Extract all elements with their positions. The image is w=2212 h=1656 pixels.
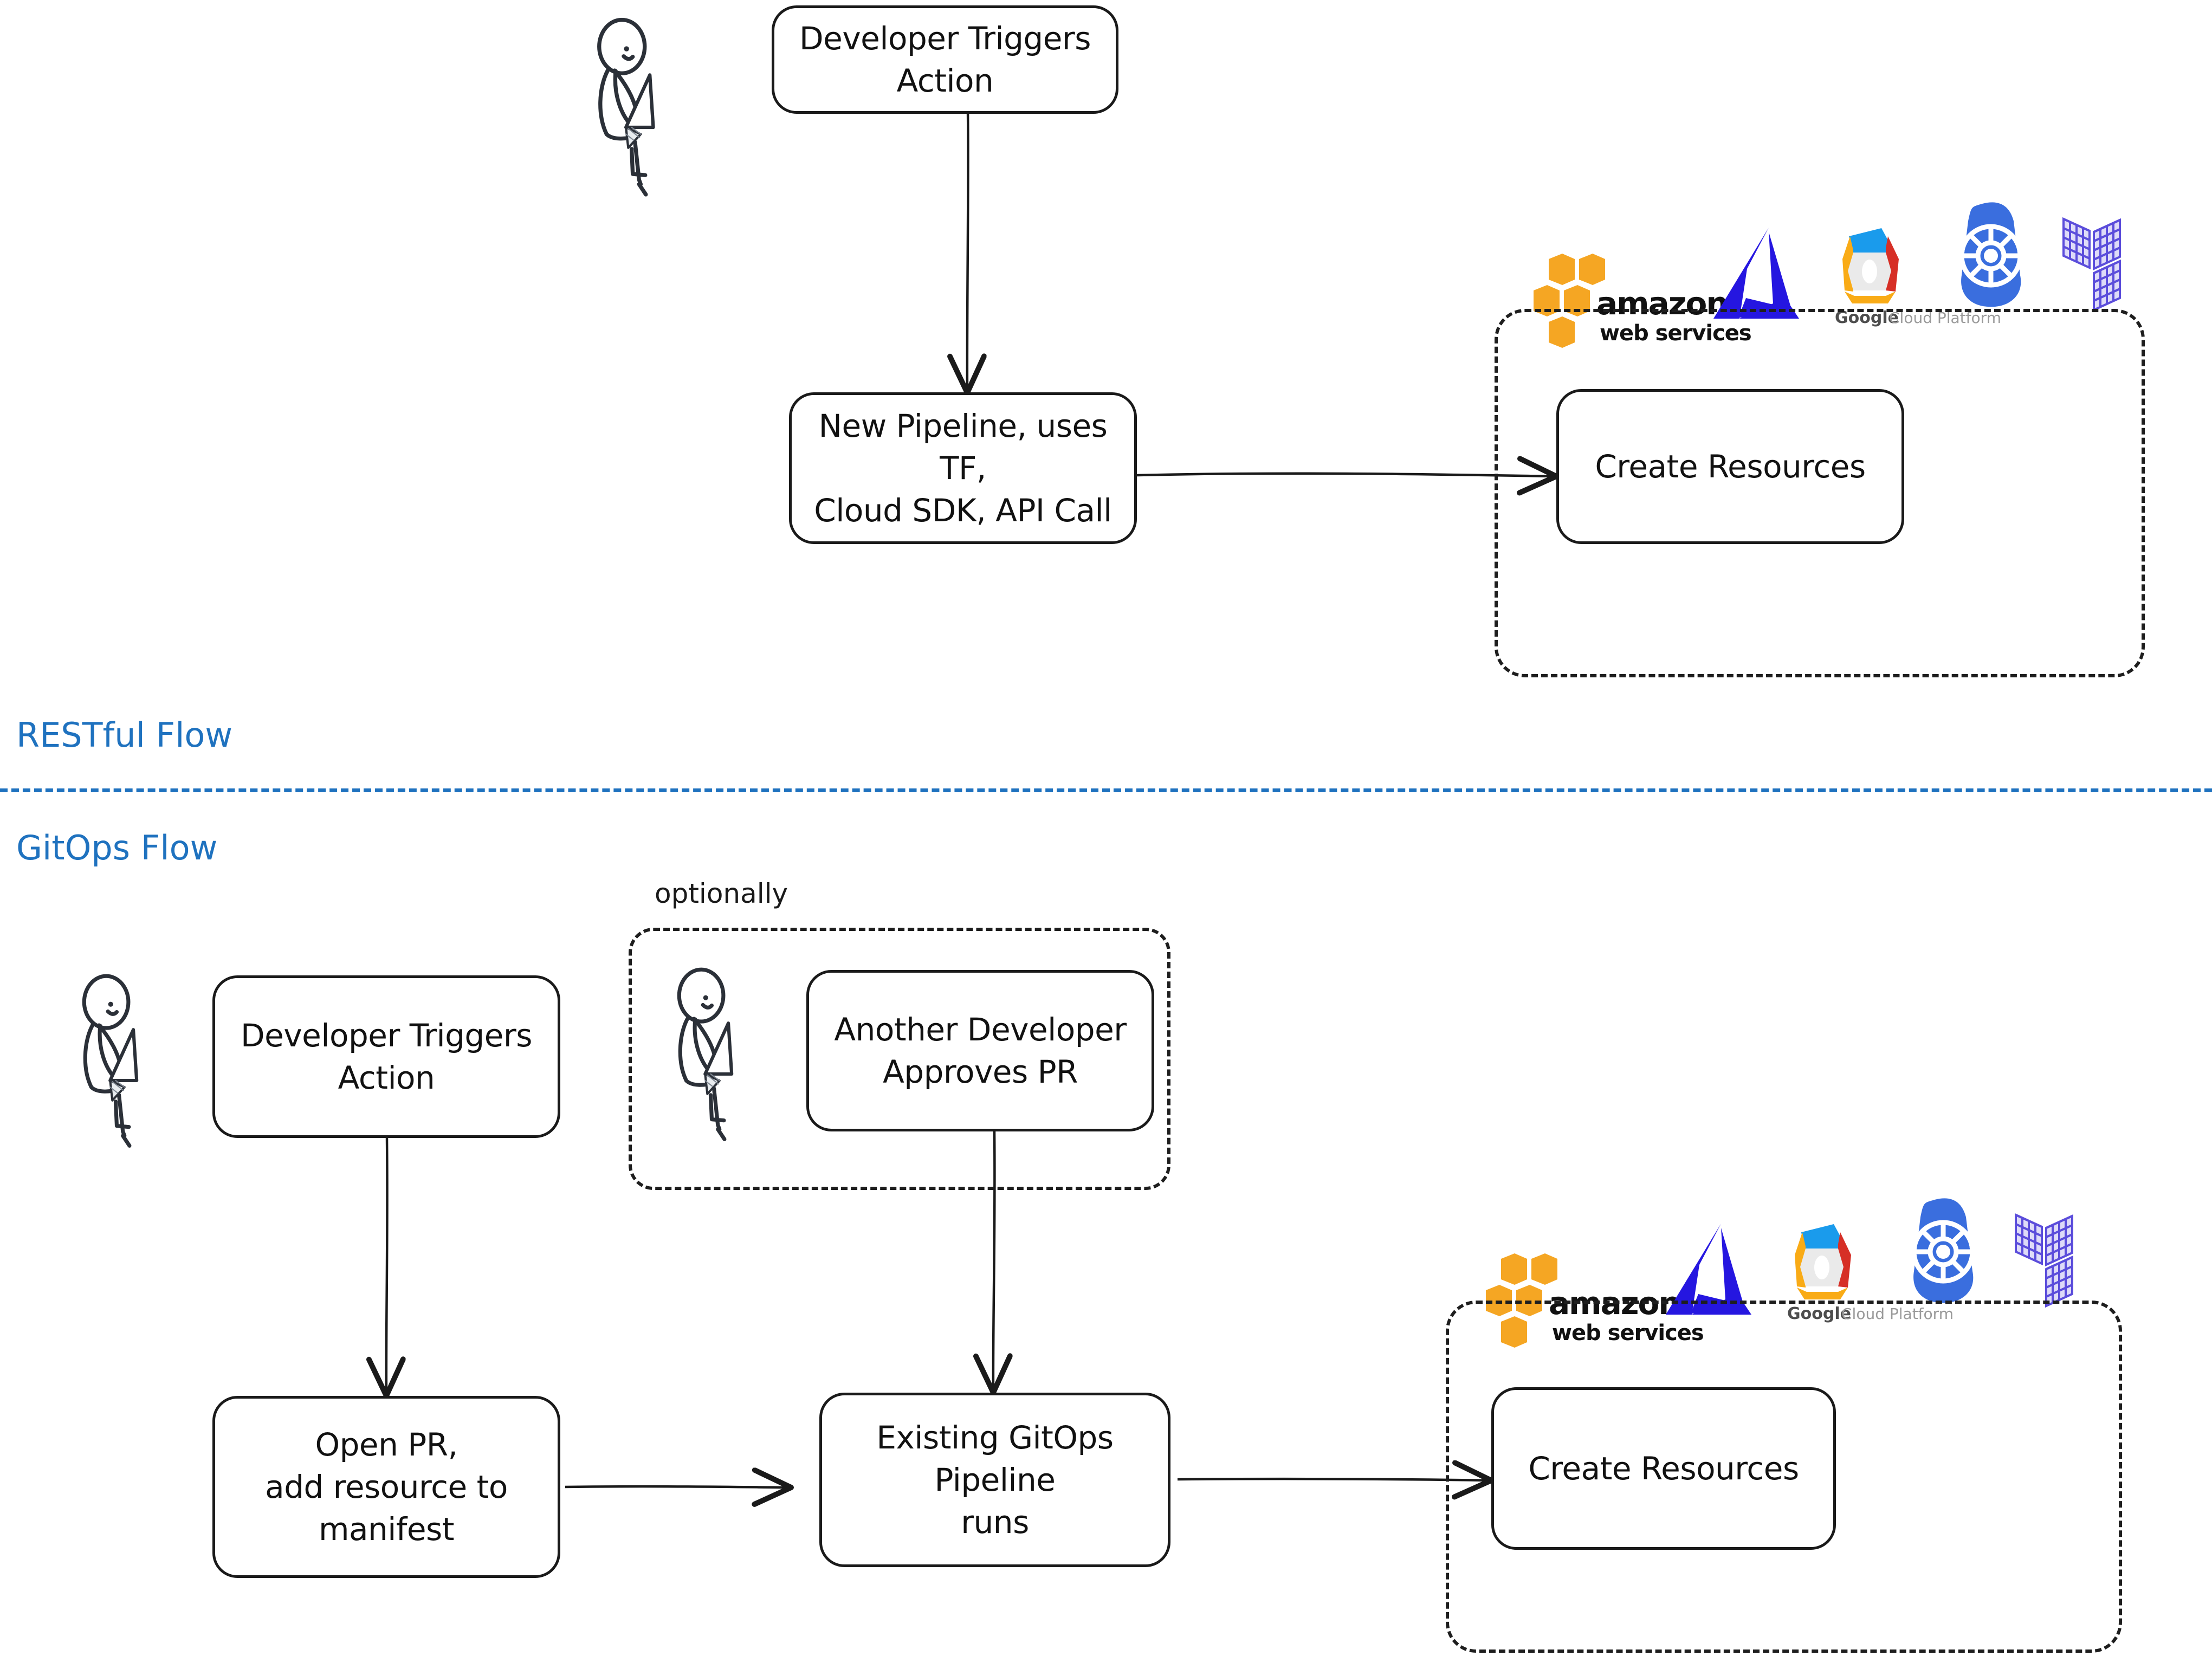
- node-developer-triggers-action-gitops[interactable]: Developer Triggers Action: [212, 975, 560, 1138]
- arrow-gitops-dev-to-openpr: [386, 1137, 387, 1396]
- node-create-resources-restful[interactable]: Create Resources: [1556, 389, 1904, 544]
- section-label-restful-flow: RESTful Flow: [16, 715, 233, 755]
- arrow-pipeline-to-create-resources: [1136, 474, 1556, 476]
- kubernetes-logo: [1959, 202, 2023, 307]
- arrow-pipeline-to-create-resources-gitops: [1177, 1479, 1491, 1480]
- azure-logo: [1713, 228, 1799, 319]
- arrow-openpr-to-pipeline: [565, 1486, 791, 1487]
- developer-at-laptop-icon: [597, 17, 655, 197]
- node-another-developer-approves-pr[interactable]: Another Developer Approves PR: [806, 970, 1154, 1131]
- section-label-gitops-flow: GitOps Flow: [16, 828, 218, 868]
- optional-approval-group: [629, 928, 1170, 1190]
- developer-at-laptop-icon: [82, 974, 139, 1148]
- terraform-logo: [2015, 1213, 2073, 1308]
- node-new-pipeline[interactable]: New Pipeline, uses TF, Cloud SDK, API Ca…: [789, 392, 1137, 544]
- node-open-pr[interactable]: Open PR, add resource to manifest: [212, 1396, 560, 1578]
- kubernetes-logo: [1911, 1198, 1975, 1303]
- optional-group-label: optionally: [655, 878, 788, 909]
- arrow-dev-to-pipeline: [967, 111, 968, 393]
- section-divider: [0, 788, 2212, 792]
- node-create-resources-gitops[interactable]: Create Resources: [1491, 1387, 1836, 1550]
- terraform-logo: [2062, 217, 2121, 312]
- cloud-provider-group-restful: [1495, 309, 2145, 677]
- node-developer-triggers-action-restful[interactable]: Developer Triggers Action: [772, 5, 1118, 114]
- cloud-provider-group-gitops: [1446, 1301, 2122, 1653]
- node-existing-gitops-pipeline[interactable]: Existing GitOps Pipeline runs: [819, 1393, 1170, 1567]
